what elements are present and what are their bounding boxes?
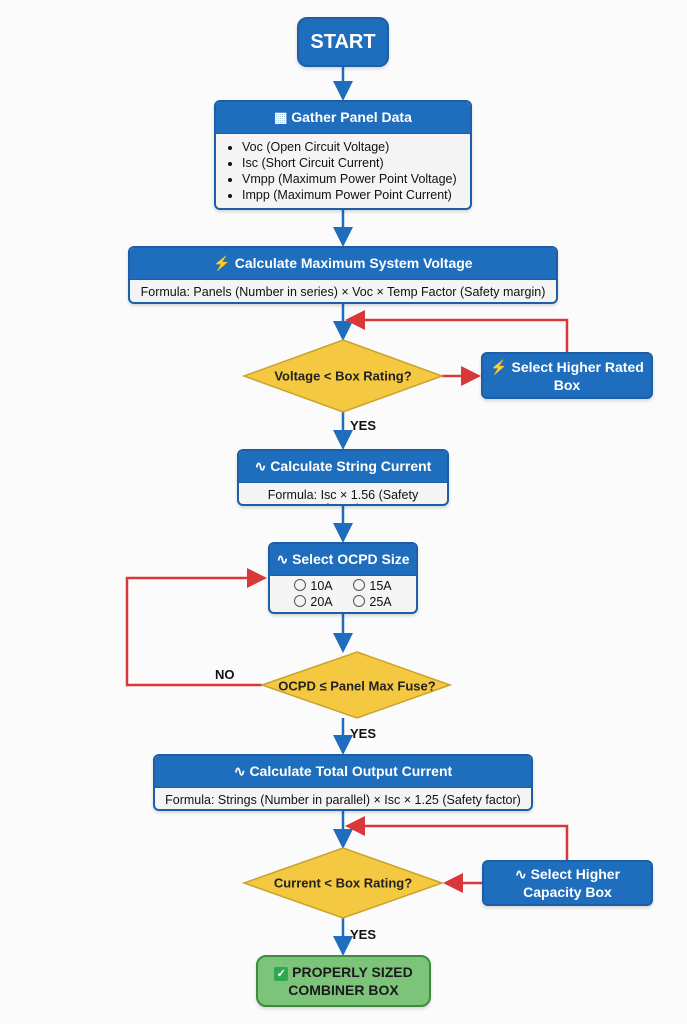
radio-icon [294,595,307,607]
total-current-box: ∿ Calculate Total Output Current Formula… [153,754,533,811]
decision2-text: OCPD ≤ Panel Max Fuse? [278,678,436,694]
list-item: Vmpp (Maximum Power Point Voltage) [242,171,460,187]
wave-icon: ∿ [254,458,271,474]
end-node: ✓ PROPERLY SIZED COMBINER BOX [256,955,431,1007]
decision3-text: Current < Box Rating? [273,875,413,891]
total-current-title: Calculate Total Output Current [249,763,453,779]
ocpd-option-20a[interactable]: 20A [290,595,337,609]
start-node: START [297,17,389,67]
gather-panel-data-box: ▦ Gather Panel Data Voc (Open Circuit Vo… [214,100,472,210]
decision3-diamond [241,847,445,919]
decision-shapes [241,339,453,919]
wave-icon: ∿ [276,551,293,567]
higher-rated-title: Select Higher Rated Box [511,358,644,393]
decision1-diamond [241,339,445,413]
string-current-box: ∿ Calculate String Current Formula: Isc … [237,449,449,506]
decision2-no-label: NO [215,667,235,682]
max-voltage-formula: Formula: Panels (Number in series) × Voc… [140,285,546,299]
decision2-yes-label: YES [350,726,377,741]
lightning-icon: ⚡ [213,255,235,271]
ocpd-title: Select OCPD Size [292,551,410,567]
decision1-text: Voltage < Box Rating? [274,368,412,384]
decision1-yes-label: YES [350,418,377,433]
string-current-title: Calculate String Current [270,458,432,474]
list-item: Voc (Open Circuit Voltage) [242,139,460,155]
wave-icon: ∿ [233,763,250,779]
decision3-yes-label: YES [350,927,377,942]
gather-title: Gather Panel Data [291,109,412,125]
higher-capacity-box: ∿ Select Higher Capacity Box [482,860,653,906]
ocpd-option-15a[interactable]: 15A [349,579,396,593]
list-item: Isc (Short Circuit Current) [242,155,460,171]
end-title: PROPERLY SIZED COMBINER BOX [288,964,413,998]
string-current-formula: Formula: Isc × 1.56 (Safety factor) [267,488,419,504]
radio-icon [353,595,366,607]
decision2-diamond [259,651,453,719]
radio-icon [353,579,366,591]
wave-icon: ∿ [514,866,531,882]
ocpd-option-25a[interactable]: 25A [349,595,396,609]
max-voltage-title: Calculate Maximum System Voltage [234,255,473,271]
lightning-icon: ⚡ [490,358,512,375]
loop-arrows [125,310,569,893]
radio-icon [294,579,307,591]
list-item: Impp (Maximum Power Point Current) [242,187,460,203]
higher-rated-box: ⚡ Select Higher Rated Box [481,352,653,399]
grid-icon: ▦ [274,109,292,125]
total-current-formula: Formula: Strings (Number in parallel) × … [165,793,521,807]
max-voltage-box: ⚡ Calculate Maximum System Voltage Formu… [128,246,558,304]
ocpd-box: ∿ Select OCPD Size 10A 15A 20A 25A [268,542,418,614]
higher-capacity-title: Select Higher Capacity Box [523,866,621,900]
check-icon: ✓ [274,967,289,981]
ocpd-option-10a[interactable]: 10A [290,579,337,593]
